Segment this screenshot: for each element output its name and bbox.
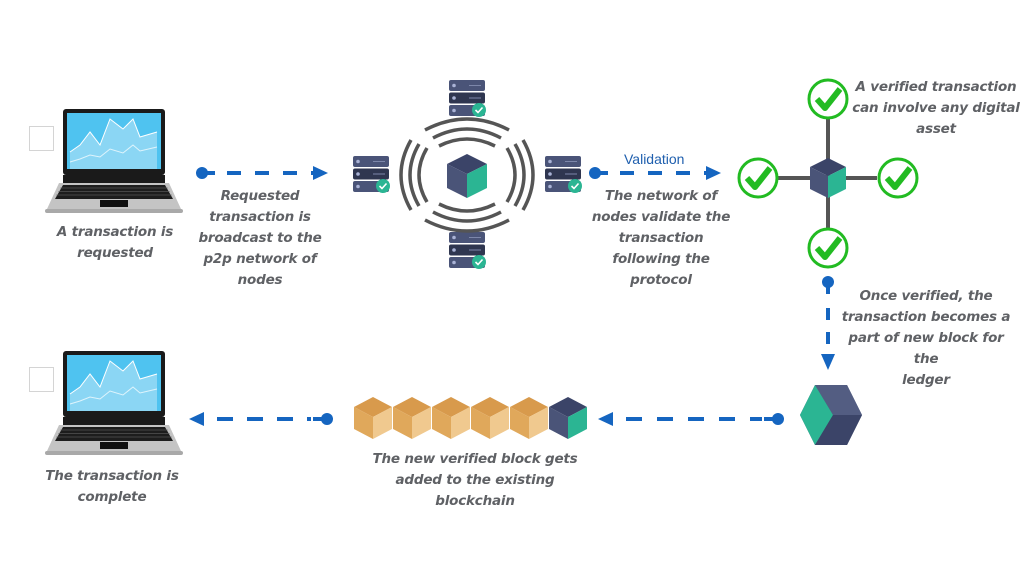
laptop-icon [45,351,183,455]
arrow-left-icon [189,412,333,426]
caption-verified: A verified transaction can involve any d… [852,77,1020,140]
caption-new-block: Once verified, the transaction becomes a… [836,286,1016,391]
server-node-top [448,79,487,118]
caption-line: The network of [604,188,718,204]
caption-line: p2p network of [203,251,317,267]
check-icon-right [879,159,917,197]
server-node-left [352,155,391,194]
caption-line: ledger [902,372,950,388]
caption-line: Once verified, the [859,288,993,304]
caption-line: asset [916,121,956,137]
arrow-down-icon [821,276,835,370]
caption-line: nodes [237,272,283,288]
caption-line: added to the existing [395,472,555,488]
caption-line: The new verified block gets [372,451,578,467]
chain-block [354,397,392,439]
caption-line: The transaction is [45,468,179,484]
check-icon-top [809,80,847,118]
new-block-icon [800,385,862,445]
caption-line: blockchain [435,493,515,509]
caption-line: transaction is [209,209,311,225]
chain-block [510,397,548,439]
caption-line: complete [77,489,147,505]
arrow-right-icon [589,166,721,180]
cube-icon [810,158,846,198]
chain-block [432,397,470,439]
caption-request: A transaction is requested [40,222,190,264]
verified-asset-icon [735,78,920,273]
caption-line: transaction [618,230,704,246]
validation-label: Validation [624,151,685,167]
check-icon-left [739,159,777,197]
checkbox-placeholder-top[interactable] [29,126,54,151]
caption-line: broadcast to the [198,230,322,246]
checkbox-placeholder-bottom[interactable] [29,367,54,392]
caption-complete: The transaction is complete [37,466,187,508]
node-network-icon [352,79,583,270]
check-icon-bottom [809,229,847,267]
caption-chain: The new verified block gets added to the… [360,449,590,512]
caption-line: can involve any digital [852,100,1020,116]
server-node-right [544,155,583,194]
caption-line: A verified transaction [855,79,1017,95]
arrow-left-icon [598,412,784,426]
chain-block-new [549,397,587,439]
caption-line: transaction becomes a [841,309,1011,325]
caption-line: part of new block for the [848,330,1004,367]
caption-line: A transaction is [56,224,174,240]
laptop-icon [45,109,183,213]
caption-line: Requested [220,188,300,204]
caption-line: nodes validate the [591,209,731,225]
chain-block [471,397,509,439]
caption-line: requested [77,245,153,261]
caption-validation: The network of nodes validate the transa… [586,186,736,291]
caption-line: following the [612,251,710,267]
caption-broadcast: Requested transaction is broadcast to th… [190,186,330,291]
chain-block [393,397,431,439]
cube-icon [447,154,487,198]
server-node-bottom [448,231,487,270]
arrow-right-icon [196,166,328,180]
blockchain-icon [354,397,587,439]
caption-line: protocol [630,272,692,288]
